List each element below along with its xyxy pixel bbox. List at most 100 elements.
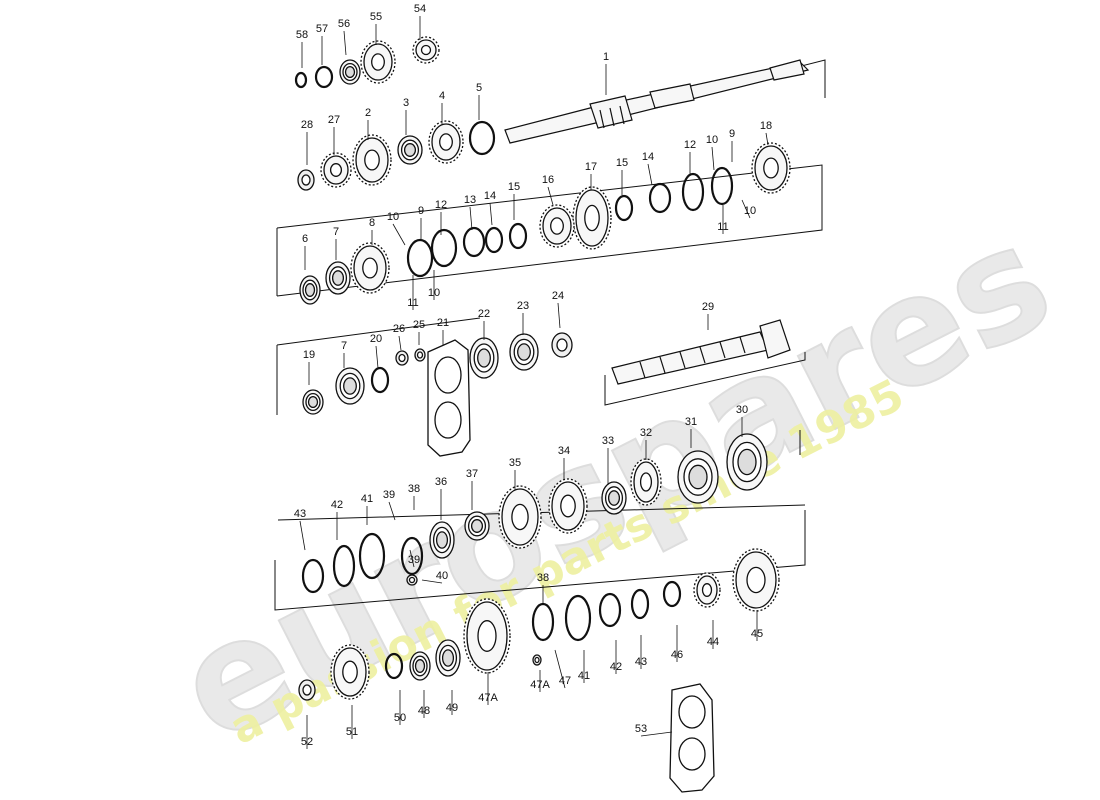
callout-number: 48	[418, 705, 430, 717]
callout-leader	[554, 649, 566, 689]
part-nut	[406, 574, 418, 586]
callout-number: 30	[736, 404, 748, 416]
callout-number: 54	[414, 3, 426, 15]
callout: 15	[616, 157, 628, 195]
callout: 49	[446, 690, 458, 715]
part-gear	[352, 134, 392, 186]
callout: 10	[428, 270, 440, 300]
callout: 57	[316, 23, 328, 65]
callout-number: 58	[296, 29, 308, 41]
callout-leader	[557, 302, 561, 329]
callout-number: 13	[464, 194, 476, 206]
part-ring	[662, 580, 682, 608]
pinion-shaft	[611, 319, 791, 385]
callout-number: 22	[478, 308, 490, 320]
callout: 9	[729, 128, 735, 162]
callout: 6	[302, 233, 308, 270]
callout-leader	[392, 223, 406, 246]
callout-number: 47A	[478, 692, 498, 704]
callout: 23	[517, 300, 529, 335]
callout: 19	[303, 349, 315, 385]
part-ring	[484, 226, 504, 254]
callout: 14	[484, 190, 496, 226]
part-bear	[429, 521, 455, 559]
callout: 47A	[530, 670, 550, 692]
part-gear	[732, 548, 780, 612]
part-nut	[532, 654, 542, 666]
callout: 43	[294, 508, 306, 551]
callout: 26	[393, 323, 405, 351]
callout: 5	[476, 82, 482, 120]
callout-number: 42	[610, 661, 622, 673]
callout-number: 11	[407, 297, 418, 309]
callout-number: 57	[316, 23, 328, 35]
part-bear	[302, 389, 324, 415]
callout: 12	[684, 139, 696, 175]
frame-pinion-shaft	[604, 352, 806, 406]
callout: 35	[509, 457, 521, 490]
part-ring	[648, 182, 672, 214]
callout: 47A	[478, 672, 498, 705]
callout-number: 47A	[530, 679, 550, 691]
callout: 55	[370, 11, 382, 45]
callout-number: 14	[484, 190, 496, 202]
part-bear	[469, 337, 499, 379]
callout-number: 5	[476, 82, 482, 94]
callout-number: 15	[616, 157, 628, 169]
part-bear	[325, 261, 351, 295]
callout-leader	[640, 731, 673, 737]
callout-number: 18	[760, 120, 772, 132]
part-ring	[614, 194, 634, 222]
callout-number: 12	[684, 139, 696, 151]
callout-number: 20	[370, 333, 382, 345]
parts	[294, 36, 791, 701]
callout-number: 38	[408, 483, 420, 495]
part-ring	[294, 71, 308, 89]
part-gear	[330, 644, 370, 700]
callout-number: 32	[640, 427, 652, 439]
part-gear	[751, 142, 791, 194]
callout-number: 21	[437, 317, 449, 329]
callout: 21	[437, 317, 449, 345]
callout: 44	[707, 620, 719, 649]
callout-number: 28	[301, 119, 313, 131]
callout-number: 43	[635, 656, 647, 668]
callout-number: 39	[408, 554, 420, 566]
part-nut	[414, 348, 426, 362]
callout: 1	[603, 51, 609, 95]
part-ring	[332, 544, 356, 588]
part-bear	[335, 367, 365, 405]
callout-number: 29	[702, 301, 714, 313]
callout: 54	[414, 3, 426, 40]
callout: 41	[361, 493, 373, 525]
callout: 38	[537, 572, 549, 605]
callout: 36	[435, 476, 447, 520]
callout: 10	[741, 199, 756, 219]
part-bear	[397, 135, 423, 165]
callout-number: 10	[706, 134, 718, 146]
part-nut	[395, 350, 409, 366]
callout: 18	[760, 120, 772, 146]
callout-number: 10	[387, 211, 399, 223]
callout-leader	[711, 146, 715, 171]
callout-number: 40	[436, 570, 448, 582]
callout-number: 17	[585, 161, 597, 173]
part-bear	[299, 275, 321, 305]
callout-number: 36	[435, 476, 447, 488]
callout: 12	[435, 199, 447, 235]
callout: 41	[578, 650, 590, 683]
part-ring	[370, 366, 390, 394]
part-bear	[726, 433, 768, 491]
part-bear	[339, 59, 361, 85]
callout: 7	[341, 340, 347, 368]
callout: 47	[554, 649, 571, 689]
callout-number: 27	[328, 114, 340, 126]
callout-number: 4	[439, 90, 445, 102]
callout: 42	[610, 640, 622, 674]
callout-number: 14	[642, 151, 654, 163]
callout: 39	[408, 549, 420, 568]
frame-group-2	[276, 164, 823, 297]
callout: 15	[508, 181, 520, 220]
